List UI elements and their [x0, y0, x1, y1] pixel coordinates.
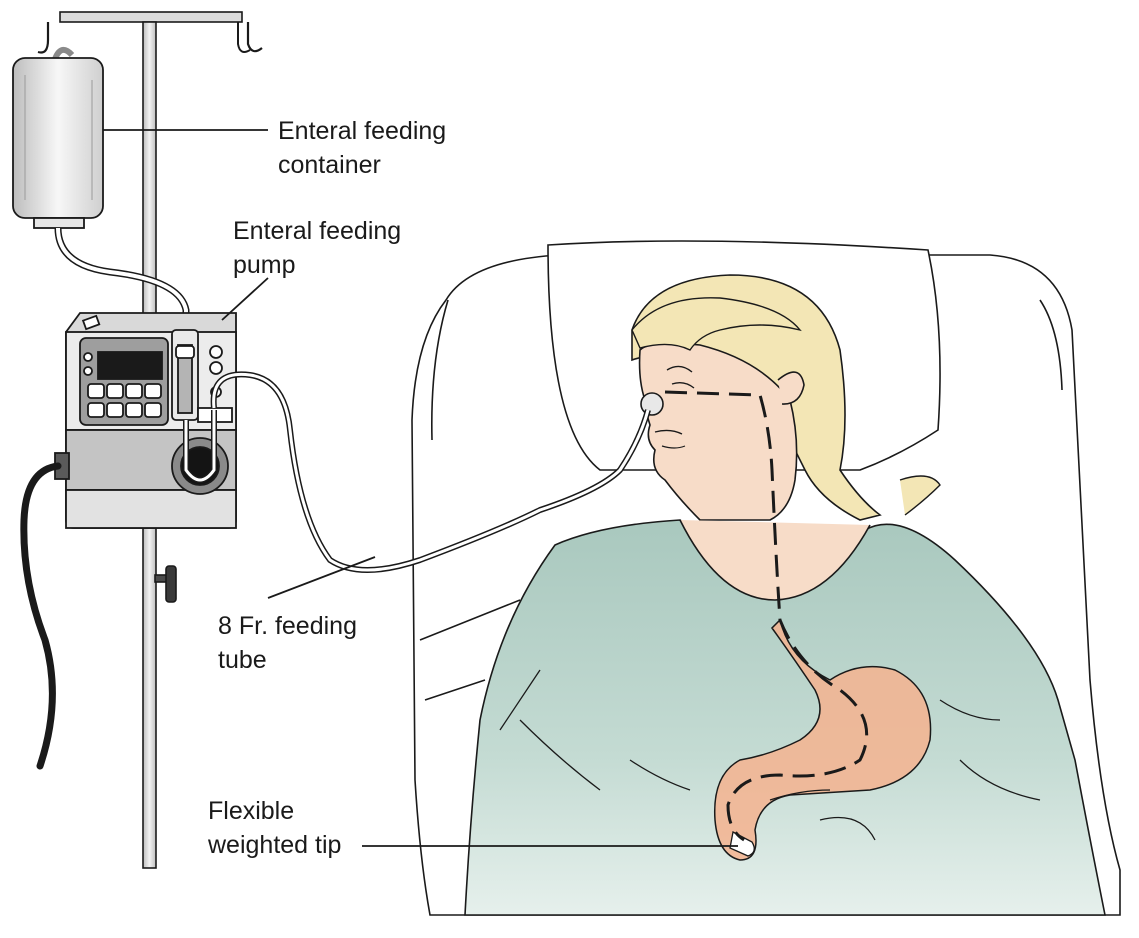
- label-line: 8 Fr. feeding: [218, 612, 357, 640]
- label-line: Enteral feeding: [278, 117, 447, 145]
- label-enteral-feeding-pump: Enteral feeding pump: [233, 214, 401, 282]
- leader-pump: [221, 277, 269, 321]
- nasal-connector: [640, 392, 664, 416]
- label-weighted-tip: Flexible weighted tip: [208, 794, 341, 862]
- feeding-pump: [54, 312, 237, 529]
- stomach: [713, 618, 932, 861]
- power-cord: [20, 462, 62, 770]
- label-enteral-feeding-container: Enteral feeding container: [278, 114, 446, 182]
- label-line: Flexible: [208, 797, 295, 825]
- leader-tube: [267, 556, 376, 599]
- label-line: pump: [233, 251, 296, 279]
- weighted-tip: [729, 831, 755, 857]
- label-line: Enteral feeding: [233, 217, 402, 245]
- label-line: container: [278, 151, 381, 179]
- feeding-container-bag: [12, 46, 104, 229]
- label-feeding-tube: 8 Fr. feeding tube: [218, 609, 357, 677]
- label-line: tube: [218, 646, 267, 674]
- leader-lines: [103, 129, 738, 847]
- internal-tube-path: [664, 390, 869, 842]
- label-line: weighted tip: [208, 831, 342, 859]
